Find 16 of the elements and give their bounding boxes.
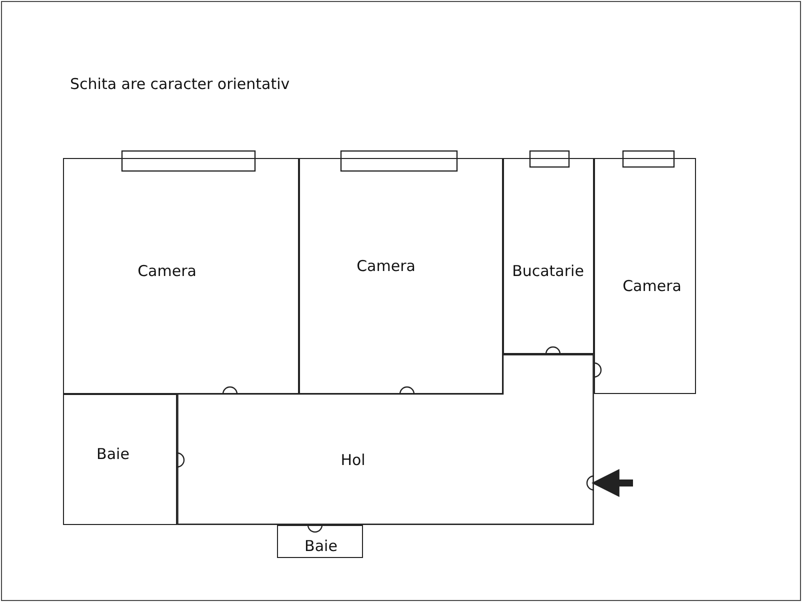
note-text: Schita are caracter orientativ	[70, 75, 290, 93]
room-label: Camera	[622, 277, 682, 295]
room-label: Camera	[356, 257, 416, 275]
room-outline	[594, 158, 696, 394]
room-label: Bucatarie	[512, 262, 584, 280]
room-outline	[299, 158, 503, 394]
entrance-arrow	[591, 469, 633, 497]
room-label: Hol	[340, 451, 366, 469]
room-outline	[503, 158, 594, 354]
room-outline	[63, 394, 177, 525]
room-label: Camera	[138, 262, 196, 280]
room-label: Baie	[96, 445, 130, 463]
room-outline	[277, 525, 363, 558]
room-outline	[63, 158, 299, 394]
room-label: Baie	[304, 537, 338, 555]
hallway-outline	[177, 354, 594, 525]
